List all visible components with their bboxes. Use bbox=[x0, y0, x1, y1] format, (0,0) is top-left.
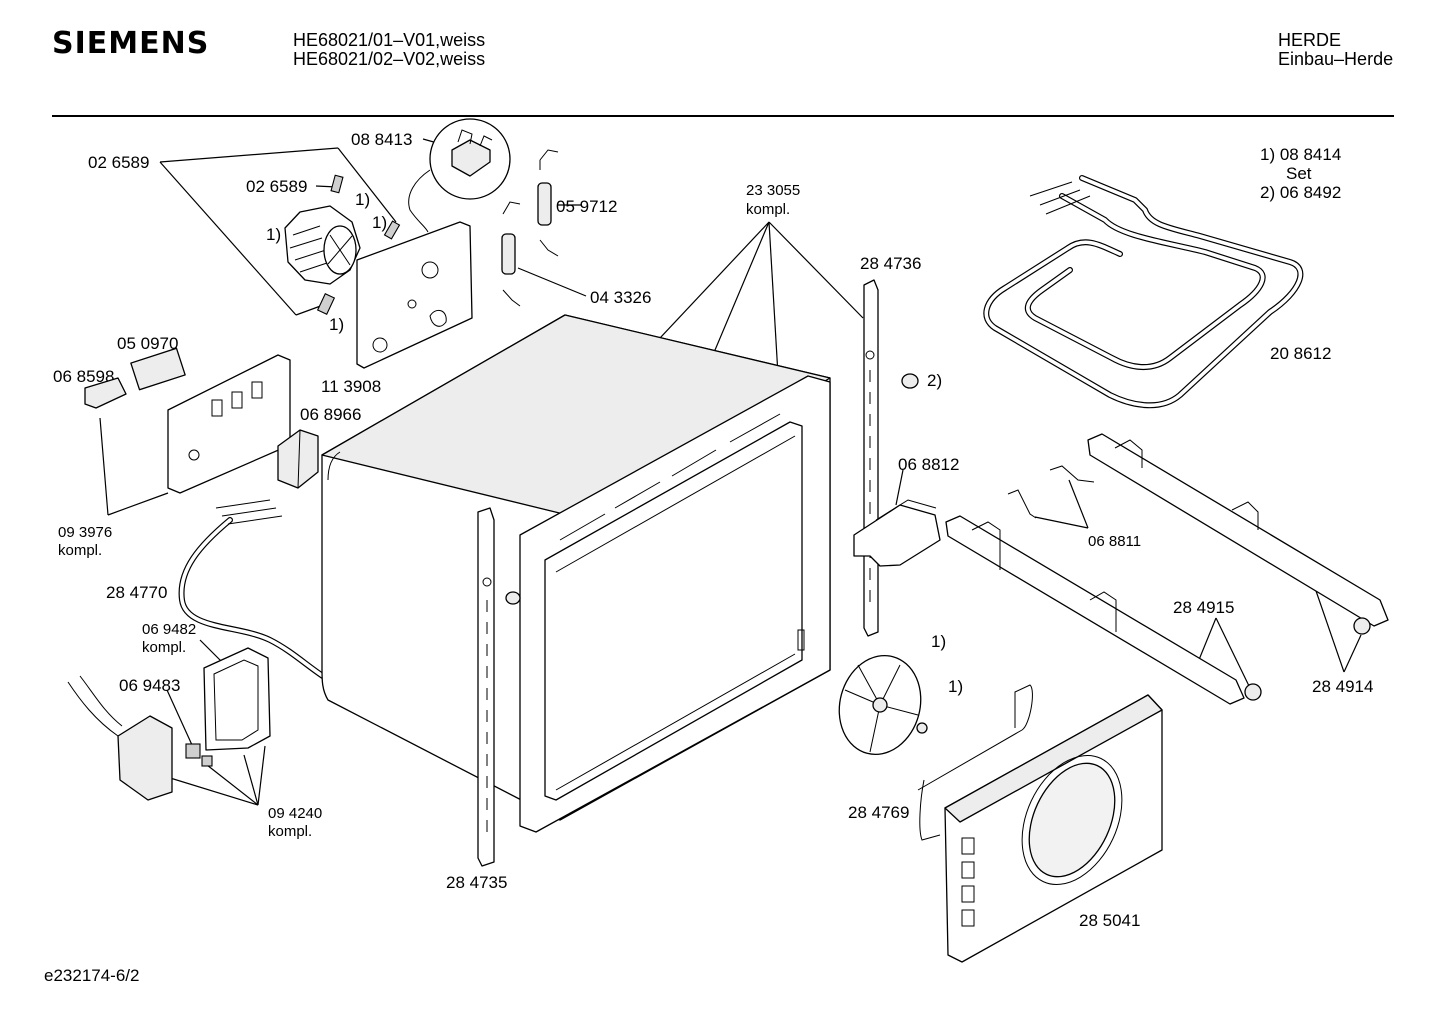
siemens-logo: SIEMENS bbox=[52, 26, 210, 61]
label-068812: 06 8812 bbox=[898, 455, 959, 474]
label-069483: 06 9483 bbox=[119, 676, 180, 695]
footnote-mark-1: 1) bbox=[372, 213, 387, 232]
label-208612: 20 8612 bbox=[1270, 344, 1331, 363]
set-note-line-2: Set bbox=[1286, 164, 1312, 183]
label-068598: 06 8598 bbox=[53, 367, 114, 386]
label-043326: 04 3326 bbox=[590, 288, 651, 307]
thermostat-detail bbox=[408, 118, 511, 233]
label-093976: 09 3976 bbox=[58, 524, 112, 541]
transformer-drawing bbox=[277, 429, 319, 489]
side-rail-left bbox=[477, 507, 521, 867]
label-094240-note: kompl. bbox=[268, 823, 312, 840]
label-284736: 28 4736 bbox=[860, 254, 921, 273]
category-block: HERDE Einbau–Herde bbox=[1278, 31, 1393, 69]
label-285041: 28 5041 bbox=[1079, 911, 1140, 930]
footnote-mark-1: 1) bbox=[355, 190, 370, 209]
control-board-drawing bbox=[84, 347, 291, 494]
part-labels: 02 6589 02 6589 08 8413 05 9712 04 3326 … bbox=[53, 130, 1373, 930]
oven-lamp-drawing bbox=[67, 647, 271, 801]
label-069482: 06 9482 bbox=[142, 621, 196, 638]
front-frame-drawing bbox=[519, 375, 831, 833]
connector-parts bbox=[501, 149, 559, 307]
label-233055-note: kompl. bbox=[746, 201, 790, 218]
bracket-drawing bbox=[853, 499, 941, 567]
label-284915: 28 4915 bbox=[1173, 598, 1234, 617]
fan-motor-drawing bbox=[284, 174, 401, 316]
label-050970: 05 0970 bbox=[117, 334, 178, 353]
label-284914: 28 4914 bbox=[1312, 677, 1373, 696]
model-line-1: HE68021/01–V01,weiss bbox=[293, 30, 486, 50]
label-113908: 11 3908 bbox=[321, 377, 381, 396]
label-233055: 23 3055 bbox=[746, 182, 800, 199]
footnote-mark-1: 1) bbox=[931, 632, 946, 651]
label-088413: 08 8413 bbox=[351, 130, 412, 149]
category-title: HERDE bbox=[1278, 30, 1342, 50]
convection-fan-drawing bbox=[838, 654, 928, 756]
label-069482-note: kompl. bbox=[142, 639, 186, 656]
telescopic-rails-drawing bbox=[945, 433, 1389, 705]
set-note-line-1: 1) 08 8414 bbox=[1260, 145, 1341, 164]
grill-element-drawing bbox=[983, 175, 1304, 409]
label-284769: 28 4769 bbox=[848, 803, 909, 822]
label-284735: 28 4735 bbox=[446, 873, 507, 892]
category-subtitle: Einbau–Herde bbox=[1278, 49, 1394, 69]
set-note: 1) 08 8414 Set 2) 06 8492 bbox=[1260, 145, 1341, 202]
footnote-mark-2: 2) bbox=[927, 371, 942, 390]
drawing-id: e232174-6/2 bbox=[44, 966, 140, 985]
label-093976-note: kompl. bbox=[58, 542, 102, 559]
footnote-mark-1: 1) bbox=[948, 677, 963, 696]
label-284770: 28 4770 bbox=[106, 583, 167, 602]
header-divider bbox=[52, 115, 1394, 117]
set-note-line-3: 2) 06 8492 bbox=[1260, 183, 1341, 202]
label-094240: 09 4240 bbox=[268, 805, 322, 822]
footnote-mark-1: 1) bbox=[329, 315, 344, 334]
label-026589-clip: 02 6589 bbox=[246, 177, 307, 196]
label-068966: 06 8966 bbox=[300, 405, 361, 424]
rear-panel-drawing bbox=[356, 221, 473, 369]
footnote-mark-1: 1) bbox=[266, 225, 281, 244]
label-026589-main: 02 6589 bbox=[88, 153, 149, 172]
label-068811: 06 8811 bbox=[1088, 533, 1141, 550]
model-list: HE68021/01–V01,weiss HE68021/02–V02,weis… bbox=[293, 31, 485, 69]
fan-cover-drawing bbox=[917, 684, 1163, 963]
label-059712: 05 9712 bbox=[556, 197, 617, 216]
model-line-2: HE68021/02–V02,weiss bbox=[293, 49, 486, 69]
